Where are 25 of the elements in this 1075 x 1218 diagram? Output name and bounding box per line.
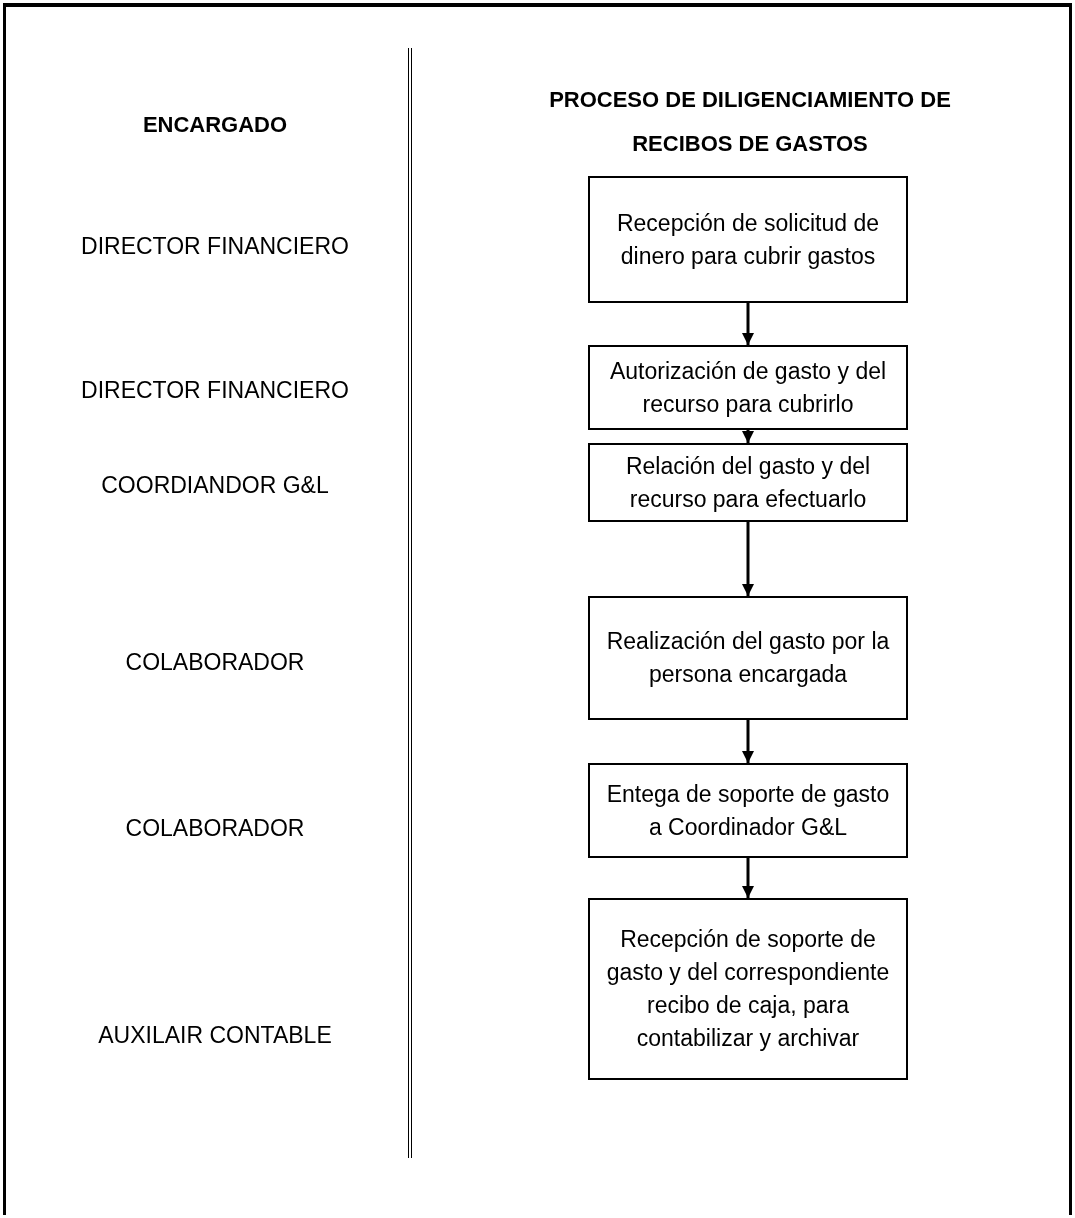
step-text: Entega de soporte de gasto a Coordinador G&L [605, 779, 891, 842]
step-text: Recepción de solicitud de dinero para cubrir gastos [615, 208, 881, 271]
arrow [742, 303, 754, 345]
step-text: Relación del gasto y del recurso para efectuarlo [624, 451, 872, 514]
role-label: COLABORADOR [124, 648, 306, 676]
process-box [588, 345, 908, 430]
step-text: Recepción de soporte de gasto y del correspondiente recibo de caja, para contabilizar y archivar [605, 925, 891, 1053]
role-label: COLABORADOR [124, 814, 306, 842]
process-box [588, 596, 908, 720]
process-box [588, 898, 908, 1080]
step-text: Autorización de gasto y del recurso para cubrirlo [608, 356, 888, 419]
process-box [588, 763, 908, 858]
role-label: DIRECTOR FINANCIERO [80, 376, 350, 404]
role-label: COORDIANDOR G&L [100, 471, 330, 499]
role-label: AUXILAIR CONTABLE [97, 1021, 333, 1049]
arrow [742, 720, 754, 763]
column-heading: PROCESO DE DILIGENCIAMIENTO DE RECIBOS DE GASTOS [548, 86, 952, 158]
arrow [742, 858, 754, 898]
process-box [588, 443, 908, 522]
arrow [742, 430, 754, 443]
process-box [588, 176, 908, 303]
role-label: DIRECTOR FINANCIERO [80, 232, 350, 260]
column-heading: ENCARGADO [141, 111, 289, 139]
step-text: Realización del gasto por la persona encargada [605, 627, 891, 689]
arrow [742, 522, 754, 596]
